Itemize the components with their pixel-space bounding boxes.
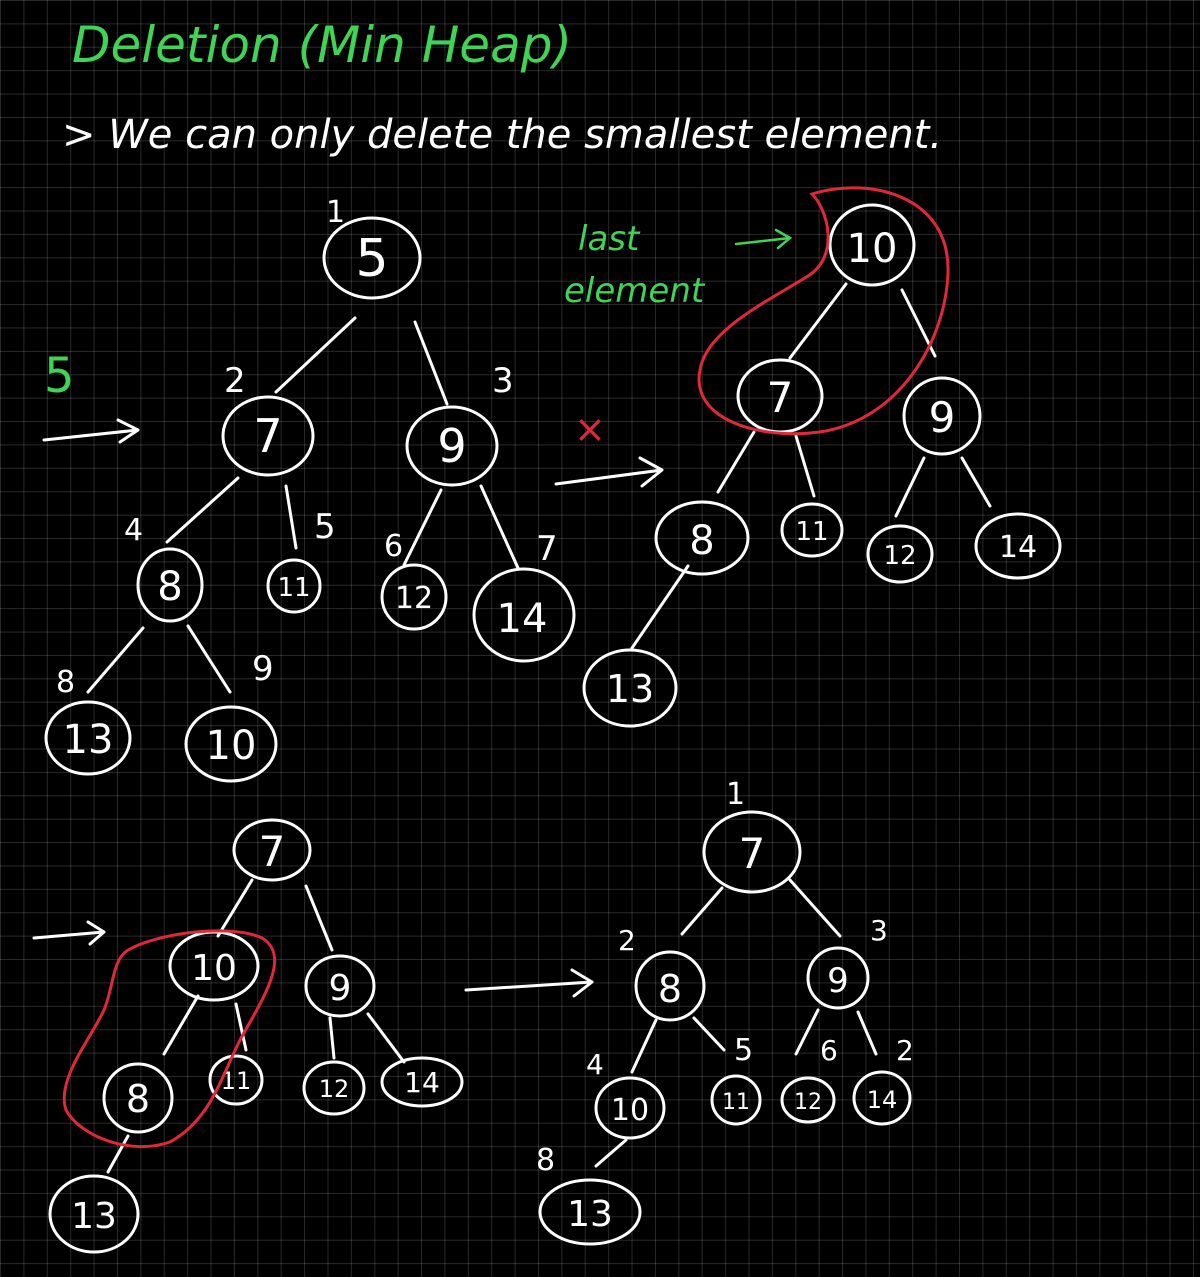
- tree1-node-label: 9: [437, 419, 466, 473]
- tree-4-final-heap: 7 8 9 10 11 12 14 13 1 2 3 4 5 6 2 8: [536, 777, 914, 1246]
- tree2-node: [780, 502, 844, 558]
- index-label: 5: [734, 1033, 753, 1068]
- tree3-node: [302, 1060, 366, 1116]
- tree2-node-label: 9: [929, 393, 956, 442]
- tree3-node: [304, 954, 376, 1018]
- tree2-node: [582, 648, 678, 728]
- tree1-node-label: 5: [355, 229, 388, 289]
- tree4-node-label: 12: [794, 1090, 822, 1115]
- index-label: 8: [536, 1143, 555, 1178]
- cross-mark: ×: [574, 407, 606, 451]
- tree1-node: [380, 563, 448, 631]
- tree1-node-label: 10: [206, 723, 257, 769]
- tree1-node: [184, 705, 278, 783]
- tree2-node-label: 10: [847, 226, 898, 272]
- tree1-node-label: 11: [277, 573, 310, 603]
- tree1-node-label: 12: [395, 581, 433, 616]
- tree3-node-label: 10: [191, 948, 237, 989]
- note: > We can only delete the smallest elemen…: [62, 112, 942, 158]
- index-label: 4: [124, 513, 143, 548]
- tree2-node: [828, 203, 916, 287]
- tree2-node: [654, 500, 750, 576]
- swap-highlight: [62, 929, 277, 1149]
- index-label: 2: [618, 924, 636, 957]
- index-label: 6: [384, 529, 403, 564]
- index-label: 5: [314, 507, 336, 547]
- index-label: 8: [56, 665, 75, 700]
- tree1-node: [322, 216, 422, 300]
- tree4-node: [634, 950, 706, 1022]
- tree3-node: [48, 1174, 140, 1254]
- tree4-node-label: 13: [567, 1194, 613, 1235]
- tree4-node-label: 8: [658, 967, 682, 1011]
- tree2-node-label: 8: [689, 518, 714, 564]
- tree3-node-label: 8: [126, 1077, 150, 1121]
- index-label: 3: [870, 914, 888, 947]
- last-element-label-line1: last: [578, 219, 641, 259]
- index-label: 3: [492, 361, 514, 401]
- tree4-node: [594, 1076, 666, 1140]
- index-label: 1: [726, 777, 745, 812]
- tree2-node-label: 11: [795, 517, 828, 547]
- tree4-node: [710, 1074, 762, 1126]
- title: Deletion (Min Heap): [72, 16, 572, 74]
- tree3-node-label: 12: [319, 1075, 350, 1103]
- tree-1-original-heap: 5 7 9 8 11 12 14 13 10 1 2 3 4 5 6 7 8 9: [44, 195, 576, 783]
- tree1-node-label: 14: [497, 596, 548, 642]
- tree3-node: [232, 818, 312, 882]
- tree2-node: [902, 376, 982, 456]
- tree3-node-label: 13: [71, 1196, 117, 1237]
- tree1-node: [221, 395, 315, 477]
- tree3-node: [102, 1062, 174, 1134]
- removed-value: 5: [44, 348, 75, 404]
- tree1-node: [266, 558, 322, 614]
- tree1-node: [136, 547, 204, 623]
- tree3-node: [380, 1056, 464, 1108]
- tree-3-first-swap: 7 10 9 8 11 12 14 13: [48, 818, 464, 1254]
- tree4-node-label: 9: [827, 961, 849, 1001]
- tree2-node-label: 7: [767, 373, 794, 422]
- tree1-node: [405, 405, 499, 487]
- tree3-node-label: 9: [329, 968, 352, 1009]
- tree2-node-label: 14: [999, 530, 1037, 565]
- tree3-node-label: 7: [259, 827, 286, 876]
- tree4-node: [852, 1070, 912, 1126]
- arrow-right-icon: [554, 456, 664, 488]
- index-label: 1: [326, 195, 345, 230]
- tree4-node: [806, 946, 870, 1010]
- tree2-node-label: 13: [606, 667, 654, 711]
- tree4-node-label: 7: [739, 829, 766, 878]
- last-element-label-line2: element: [564, 271, 706, 311]
- tree3-node-label: 14: [404, 1066, 440, 1099]
- tree1-node-label: 8: [157, 564, 182, 610]
- index-label: 2: [224, 361, 246, 401]
- tree1-node: [44, 700, 132, 776]
- index-label: 9: [252, 649, 274, 689]
- arrow-right-icon: [464, 968, 594, 998]
- tree1-node-label: 7: [253, 409, 282, 463]
- tree3-node: [208, 1054, 264, 1106]
- tree2-node-label: 12: [883, 541, 916, 571]
- tree2-node: [974, 512, 1062, 580]
- index-label: 7: [536, 529, 558, 569]
- tree4-node: [702, 810, 802, 894]
- tree4-node: [538, 1178, 642, 1246]
- tree1-node: [472, 567, 576, 663]
- tree-2-after-replacing-root: 10 7 9 8 11 12 14 13: [582, 186, 1062, 728]
- arrow-right-icon: [42, 418, 140, 444]
- index-label: 2: [896, 1034, 914, 1067]
- arrow-right-icon: [32, 920, 106, 946]
- tree4-node-label: 14: [867, 1086, 898, 1114]
- swap-highlight: [697, 186, 950, 436]
- tree2-node: [866, 524, 934, 584]
- tree4-node-label: 11: [722, 1090, 750, 1115]
- index-label: 4: [586, 1048, 604, 1081]
- arrow-right-icon: [734, 228, 793, 250]
- tree1-node-label: 13: [63, 717, 114, 763]
- tree4-node: [780, 1076, 836, 1124]
- index-label: 6: [820, 1034, 838, 1067]
- tree4-node-label: 10: [611, 1093, 649, 1128]
